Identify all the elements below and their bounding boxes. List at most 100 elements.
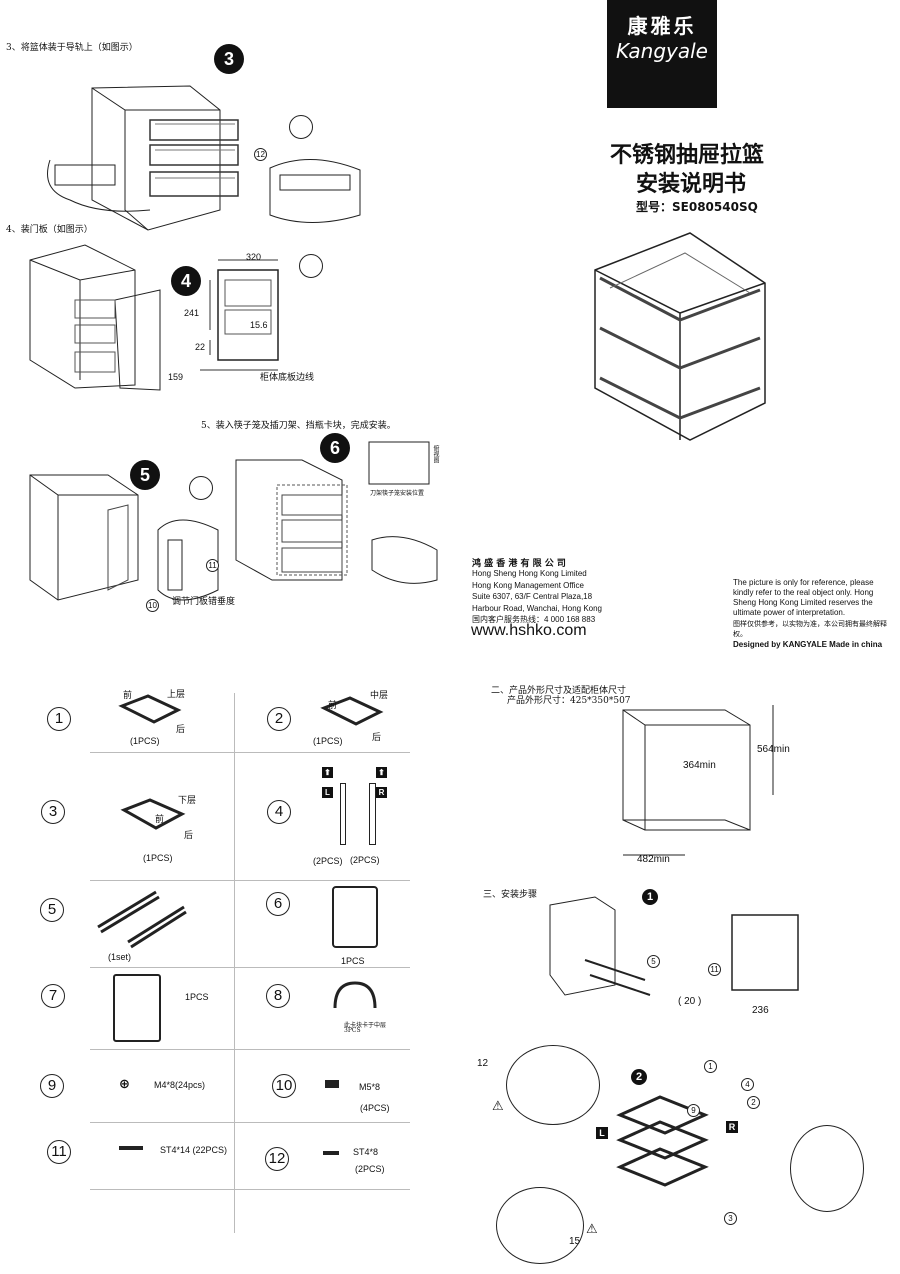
company-info: Hong Sheng Hong Kong Limited Hong Kong M… — [472, 568, 602, 626]
company-name-cn: 鸿 盛 香 港 有 限 公 司 — [472, 559, 566, 569]
company-hotline: 国内客户服务热线：4 000 168 883 — [472, 615, 596, 624]
right-tag: R — [726, 1121, 738, 1133]
part-6-knife-holder — [332, 886, 378, 948]
model-number: 型号：SE080540SQ — [636, 200, 758, 214]
part-2-middle-basket — [320, 696, 384, 726]
step6-note: 刀架筷子笼安装位置 — [370, 490, 425, 497]
table-rule — [90, 967, 410, 968]
table-divider — [234, 693, 235, 1233]
part-number-1: 1 — [47, 707, 71, 731]
install-section-title: 三、安装步骤 — [483, 890, 538, 900]
disclaimer-line: ultimate power of interpretation. — [733, 608, 846, 617]
detail-circle-top — [506, 1045, 600, 1125]
step6-badge: 6 — [320, 433, 350, 463]
part-label: 前 — [328, 701, 338, 711]
step4-text: 4、装门板（如图示） — [6, 225, 93, 235]
part-number-12: 12 — [265, 1147, 289, 1171]
install-step2-badge: 2 — [631, 1069, 647, 1085]
dim-12: 12 — [477, 1058, 489, 1069]
bolt-icon — [325, 1080, 339, 1088]
step4-badge: 4 — [171, 266, 201, 296]
callout-5: 5 — [647, 955, 660, 968]
step3-badge: 3 — [214, 44, 244, 74]
callout-11: 11 — [206, 559, 219, 572]
table-rule — [90, 752, 410, 753]
step4-dimension-diagram — [200, 259, 279, 371]
manual-title-line2: 安装说明书 — [636, 172, 747, 197]
part-spec: ST4*8 — [353, 1147, 379, 1157]
part-qty: (2PCS) — [355, 1164, 385, 1174]
part-number-7: 7 — [41, 984, 65, 1008]
up-arrow-icon: ⬆ — [322, 767, 333, 778]
callout-4: 4 — [741, 1078, 754, 1091]
company-line: Hong Sheng Hong Kong Limited — [472, 569, 587, 578]
part-spec: ST4*14 (22PCS) — [160, 1145, 228, 1155]
screw-icon: ⊕ — [119, 1077, 130, 1092]
right-tag: R — [376, 787, 387, 798]
dim-width: 482min — [637, 854, 670, 865]
part-number-11: 11 — [47, 1140, 71, 1164]
callout-9: 9 — [687, 1104, 700, 1117]
company-website[interactable]: www.hshko.com — [471, 622, 587, 639]
part-number-3: 3 — [41, 800, 65, 824]
part-number-9: 9 — [40, 1074, 64, 1098]
company-line: Hong Kong Management Office — [472, 580, 584, 590]
callout-12: 12 — [254, 148, 267, 161]
table-rule — [90, 1189, 410, 1190]
part-3-lower-basket — [120, 798, 186, 830]
step4-cabinet-illustration — [29, 244, 161, 391]
part-note: 此卡块卡于中层 — [344, 1022, 387, 1029]
part-8-clip — [333, 981, 377, 1009]
up-arrow-icon: ⬆ — [376, 767, 387, 778]
part-5-slide-rails — [97, 890, 187, 949]
callout-11: 11 — [708, 963, 721, 976]
rail-right — [369, 783, 376, 845]
step3-text: 3、将篮体装于导轨上（如图示） — [6, 43, 138, 53]
part-qty: (1PCS) — [143, 853, 173, 863]
part-number-2: 2 — [267, 707, 291, 731]
step6-side-label: 俯视图 — [432, 445, 439, 463]
table-rule — [90, 1049, 410, 1050]
install-step1-illustration — [549, 896, 799, 996]
dim-height: 564min — [757, 744, 790, 755]
step5-note: 调节门板错垂度 — [172, 597, 236, 607]
part-1-upper-basket — [118, 694, 182, 724]
dim-159: 159 — [168, 372, 184, 382]
brand-name-en: Kangyale — [616, 39, 708, 63]
part-qty: (2PCS) — [350, 855, 380, 865]
step4-note: 柜体底板边线 — [260, 373, 315, 383]
dims-section-title: 二、产品外形尺寸及适配柜体尺寸 — [491, 686, 627, 696]
part-label: 后 — [176, 725, 186, 735]
step5-badge: 5 — [130, 460, 160, 490]
detail-circle-bottom — [496, 1187, 584, 1264]
disclaimer-line: Sheng Hong Kong Limited reserves the — [733, 598, 873, 607]
part-number-6: 6 — [266, 892, 290, 916]
warning-icon: ⚠ — [586, 1222, 598, 1237]
disclaimer-line: The picture is only for reference, pleas… — [733, 578, 874, 587]
rail-left — [340, 783, 346, 845]
designed-by: Designed by KANGYALE Made in china — [733, 640, 883, 649]
step5-text: 5、装入筷子笼及插刀架、挡瓶卡块，完成安装。 — [201, 421, 396, 431]
disclaimer-cn: 图样仅供参考，以实物为准，本公司拥有最终解释权。 — [733, 621, 887, 638]
cabinet-dimension-diagram — [622, 705, 774, 856]
step3-cabinet-illustration — [47, 85, 361, 231]
part-qty: 1PCS — [341, 956, 365, 966]
callout-3: 3 — [724, 1212, 737, 1225]
part-qty: (2PCS) — [313, 856, 343, 866]
dim-236: 236 — [752, 1005, 769, 1016]
detail-circle-right — [790, 1125, 864, 1212]
brand-logo: 康雅乐 Kangyale — [607, 0, 717, 108]
lock-icon — [299, 254, 323, 278]
part-label: 前 — [123, 691, 133, 701]
part-qty: 3PCS — [344, 1027, 361, 1034]
dim-15-6: 15.6 — [250, 320, 268, 330]
step6-cabinet-illustration — [235, 441, 438, 584]
part-spec: M5*8 — [359, 1082, 381, 1092]
part-qty: (1set) — [108, 952, 132, 962]
dim-depth: 364min — [683, 760, 716, 771]
part-qty: (1PCS) — [130, 736, 160, 746]
part-number-4: 4 — [267, 800, 291, 824]
dim-241: 241 — [184, 308, 200, 318]
step5-cabinet-illustration — [29, 474, 219, 601]
part-number-8: 8 — [266, 984, 290, 1008]
